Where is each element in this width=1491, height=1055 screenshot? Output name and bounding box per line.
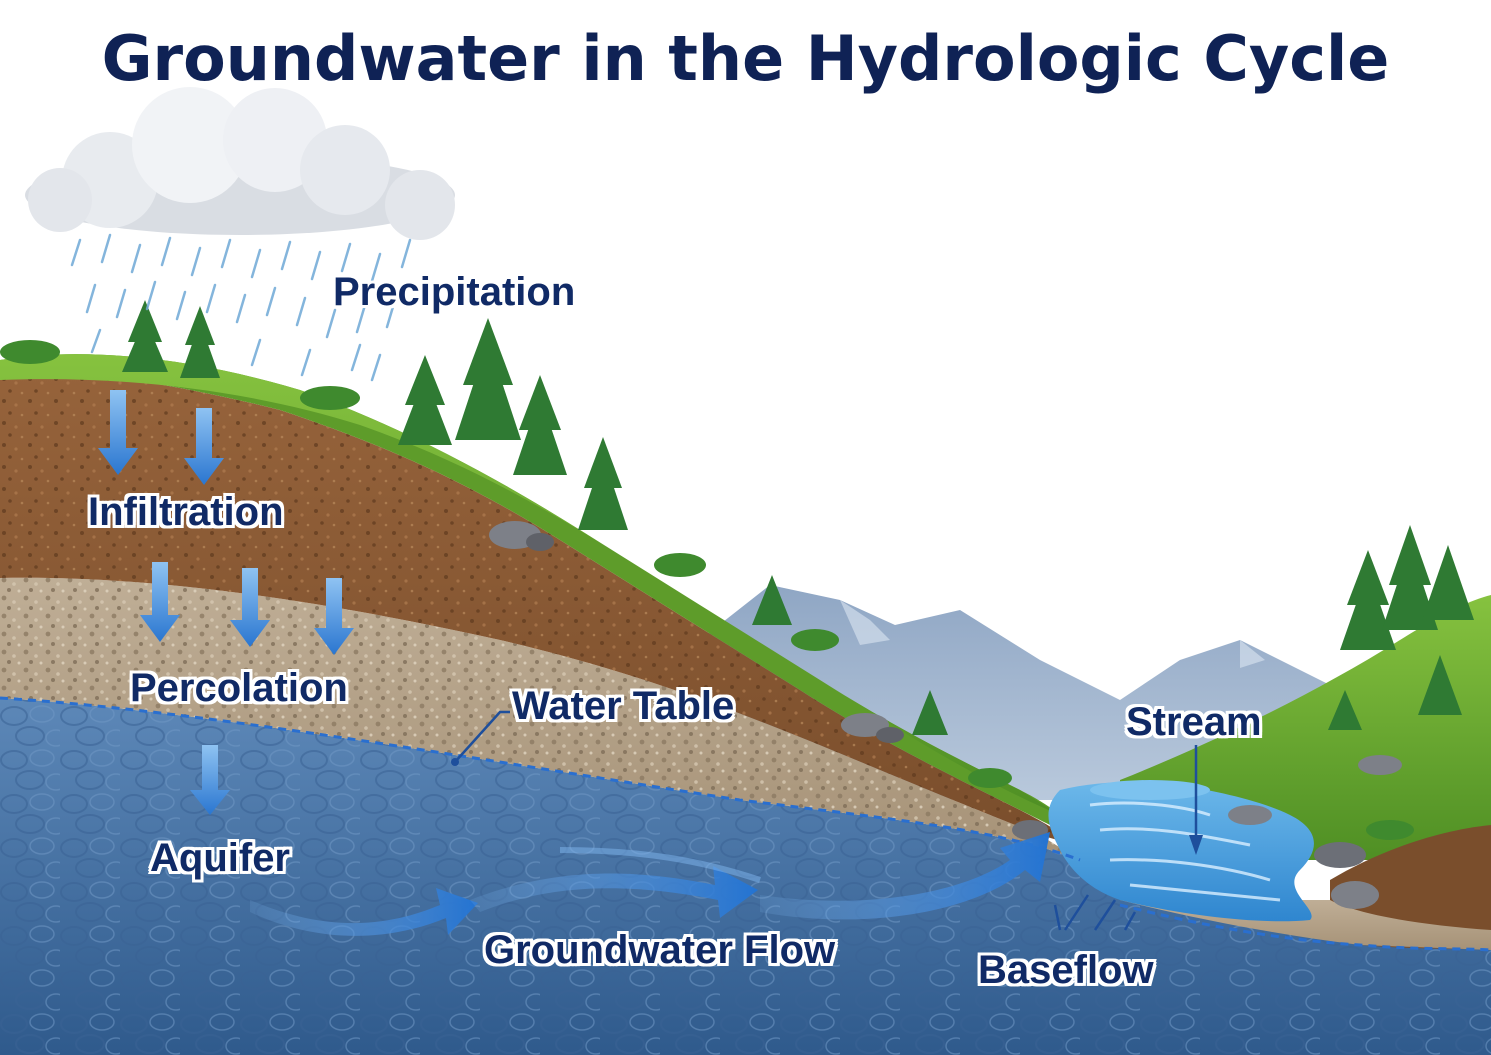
water-table-line-right xyxy=(1119,903,1491,952)
groundwater-flow-arrows xyxy=(250,832,1050,936)
label-precipitation: Precipitation xyxy=(333,270,576,314)
cloud xyxy=(25,87,455,240)
label-infiltration: Infiltration xyxy=(88,490,284,534)
baseflow-arrows xyxy=(1053,894,1137,931)
aquifer-down-arrow xyxy=(190,745,230,815)
stream-pointer xyxy=(1189,745,1203,855)
label-baseflow: Baseflow xyxy=(978,948,1154,992)
bushes xyxy=(0,340,1414,840)
water-table-leader xyxy=(454,710,510,763)
soil-layer xyxy=(0,371,1075,845)
trees xyxy=(122,300,1474,735)
percolation-arrows xyxy=(140,562,354,655)
water-table-point xyxy=(451,758,459,766)
label-percolation: Percolation xyxy=(130,666,348,710)
page-title: Groundwater in the Hydrologic Cycle xyxy=(101,22,1390,95)
rocks xyxy=(489,521,1402,909)
label-groundwater-flow: Groundwater Flow xyxy=(484,928,836,972)
infiltration-arrows xyxy=(98,390,224,485)
rain xyxy=(70,233,412,382)
label-stream: Stream xyxy=(1126,700,1262,744)
label-aquifer: Aquifer xyxy=(150,836,290,880)
label-water-table: Water Table xyxy=(512,684,735,728)
water-table-line xyxy=(0,696,1081,862)
